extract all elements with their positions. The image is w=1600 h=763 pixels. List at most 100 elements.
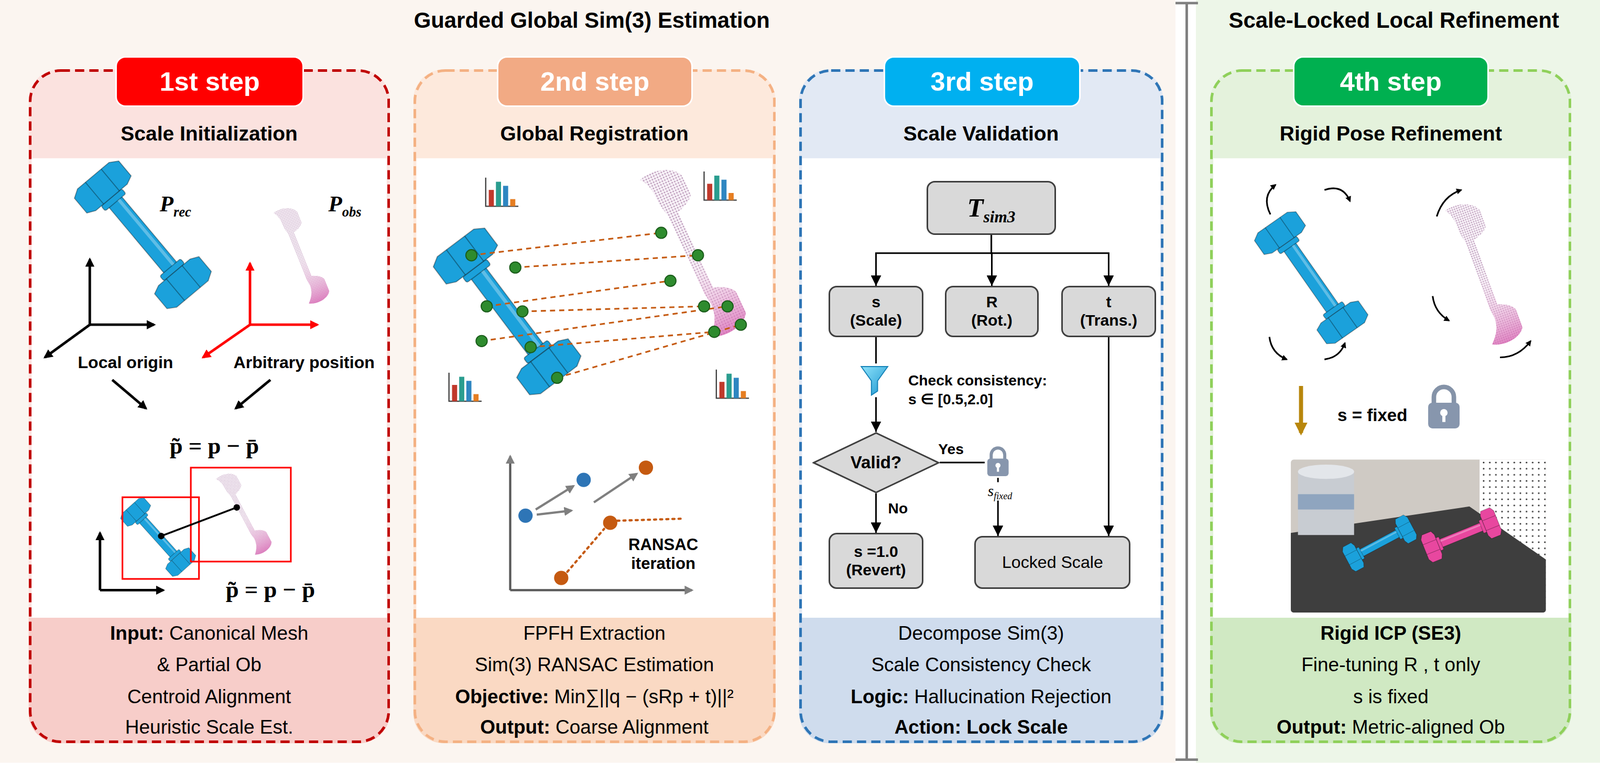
illustration bbox=[1269, 336, 1287, 360]
illustration bbox=[530, 331, 714, 347]
text-prefix: Output: bbox=[480, 715, 551, 738]
illustration bbox=[1340, 513, 1419, 573]
illustration bbox=[71, 157, 215, 313]
step-detail: Sim(3) RANSAC Estimation bbox=[418, 648, 771, 681]
illustration bbox=[603, 515, 618, 530]
illustration bbox=[233, 503, 240, 510]
illustration bbox=[722, 300, 734, 312]
step-badge-text: 4th step bbox=[1340, 66, 1442, 97]
text-prefix: Action: bbox=[894, 715, 962, 738]
step-detail: Fine-tuning R , t only bbox=[1214, 648, 1567, 681]
illustration bbox=[801, 158, 1160, 618]
illustration bbox=[157, 532, 165, 539]
flow-icons bbox=[987, 447, 1009, 476]
illustration bbox=[1298, 493, 1355, 509]
illustration bbox=[1298, 471, 1355, 536]
illustration bbox=[475, 335, 487, 347]
illustration bbox=[716, 369, 749, 399]
label-slot: s = fixed bbox=[1321, 405, 1424, 427]
illustration bbox=[1299, 385, 1304, 433]
section-title: Guarded Global Sim(3) Estimation bbox=[30, 6, 1153, 35]
illustration bbox=[28, 617, 390, 743]
text-part: Coarse Alignment bbox=[550, 715, 709, 738]
edge-label: Yes bbox=[935, 440, 966, 459]
label-slot: RANSAC iteration bbox=[626, 535, 700, 573]
illustration bbox=[0, 0, 1176, 763]
edge-label: No bbox=[886, 499, 911, 518]
illustration bbox=[1252, 208, 1371, 348]
step-panel: Scale InitializationInput: Canonical Mes… bbox=[28, 69, 390, 743]
step-detail: Decompose Sim(3) bbox=[804, 617, 1158, 649]
step-badge-text: 3rd step bbox=[930, 66, 1034, 97]
illustration bbox=[1175, 3, 1199, 760]
panel-border bbox=[1211, 70, 1571, 742]
illustration bbox=[1436, 189, 1462, 217]
text-part: P bbox=[159, 191, 174, 217]
illustration bbox=[1210, 617, 1572, 743]
step-title: Scale Validation bbox=[807, 120, 1155, 148]
illustration bbox=[112, 379, 146, 409]
illustration bbox=[118, 495, 199, 579]
step-badge: 2nd step bbox=[496, 56, 693, 107]
illustration bbox=[516, 305, 528, 317]
illustration bbox=[45, 259, 271, 591]
flow-arrow bbox=[1107, 336, 1110, 537]
step-detail: Logic: Hallucination Rejection bbox=[804, 680, 1158, 713]
illustration bbox=[1419, 506, 1504, 563]
illustration bbox=[509, 261, 521, 273]
illustration bbox=[45, 324, 91, 357]
illustration bbox=[1499, 340, 1531, 357]
flow-arrow bbox=[991, 234, 1109, 286]
illustration bbox=[692, 249, 704, 261]
cloud-label: Pobs bbox=[328, 190, 362, 218]
illustration bbox=[799, 69, 1164, 743]
illustration bbox=[638, 460, 653, 475]
label-slot: Arbitrary position bbox=[214, 352, 394, 373]
illustration bbox=[593, 473, 637, 503]
section-band: Scale-Locked Local RefinementRigid Pose … bbox=[1195, 0, 1600, 763]
illustration bbox=[535, 485, 574, 510]
label-slot: p̃ = p − p̄ bbox=[183, 575, 357, 605]
text-part: Hallucination Rejection bbox=[908, 685, 1112, 707]
illustration bbox=[449, 372, 482, 402]
text-prefix: Logic: bbox=[850, 685, 909, 707]
box-text: Locked Scale bbox=[1002, 552, 1104, 572]
illustration bbox=[1266, 184, 1276, 214]
illustration bbox=[522, 306, 705, 312]
illustration bbox=[1185, 3, 1189, 760]
label-slot: No bbox=[877, 499, 919, 518]
box-text: R (Rot.) bbox=[966, 292, 1018, 330]
text-slot: Scale Consistency Check bbox=[804, 648, 1158, 681]
illustration bbox=[515, 255, 699, 268]
illustration bbox=[518, 508, 533, 523]
text-prefix: Objective: bbox=[454, 685, 549, 707]
text-slot: FPFH Extraction bbox=[418, 617, 771, 649]
illustration bbox=[465, 249, 477, 261]
label-slot: Pobs bbox=[309, 190, 381, 218]
illustration bbox=[518, 472, 591, 522]
step-badge: 4th step bbox=[1292, 56, 1489, 107]
illustration bbox=[510, 588, 693, 591]
label-slot: p̃ = p − p̄ bbox=[127, 431, 301, 461]
step-title: Rigid Pose Refinement bbox=[1217, 120, 1565, 148]
text-slot: Guarded Global Sim(3) Estimation bbox=[30, 6, 1153, 35]
text-slot: Input: Canonical Mesh & Partial Ob bbox=[103, 617, 316, 681]
flow-icons bbox=[861, 363, 890, 397]
illustration bbox=[665, 275, 677, 287]
text-slot: Global Registration bbox=[420, 120, 768, 148]
component-box: R (Rot.) bbox=[944, 285, 1039, 337]
illustration bbox=[553, 570, 569, 585]
text-slot: Scale Initialization bbox=[35, 120, 383, 148]
illustration bbox=[122, 467, 291, 579]
illustration bbox=[122, 496, 200, 579]
illustration bbox=[1428, 386, 1460, 429]
illustration bbox=[429, 223, 585, 399]
label-slot: Prec bbox=[139, 190, 212, 218]
text-slot: Output: Metric-aligned Ob bbox=[1214, 711, 1567, 743]
illustration bbox=[161, 507, 237, 537]
illustration bbox=[471, 232, 662, 256]
illustration bbox=[416, 158, 773, 618]
illustration bbox=[271, 203, 332, 306]
text-slot: Rigid ICP (SE3) bbox=[1214, 617, 1567, 649]
